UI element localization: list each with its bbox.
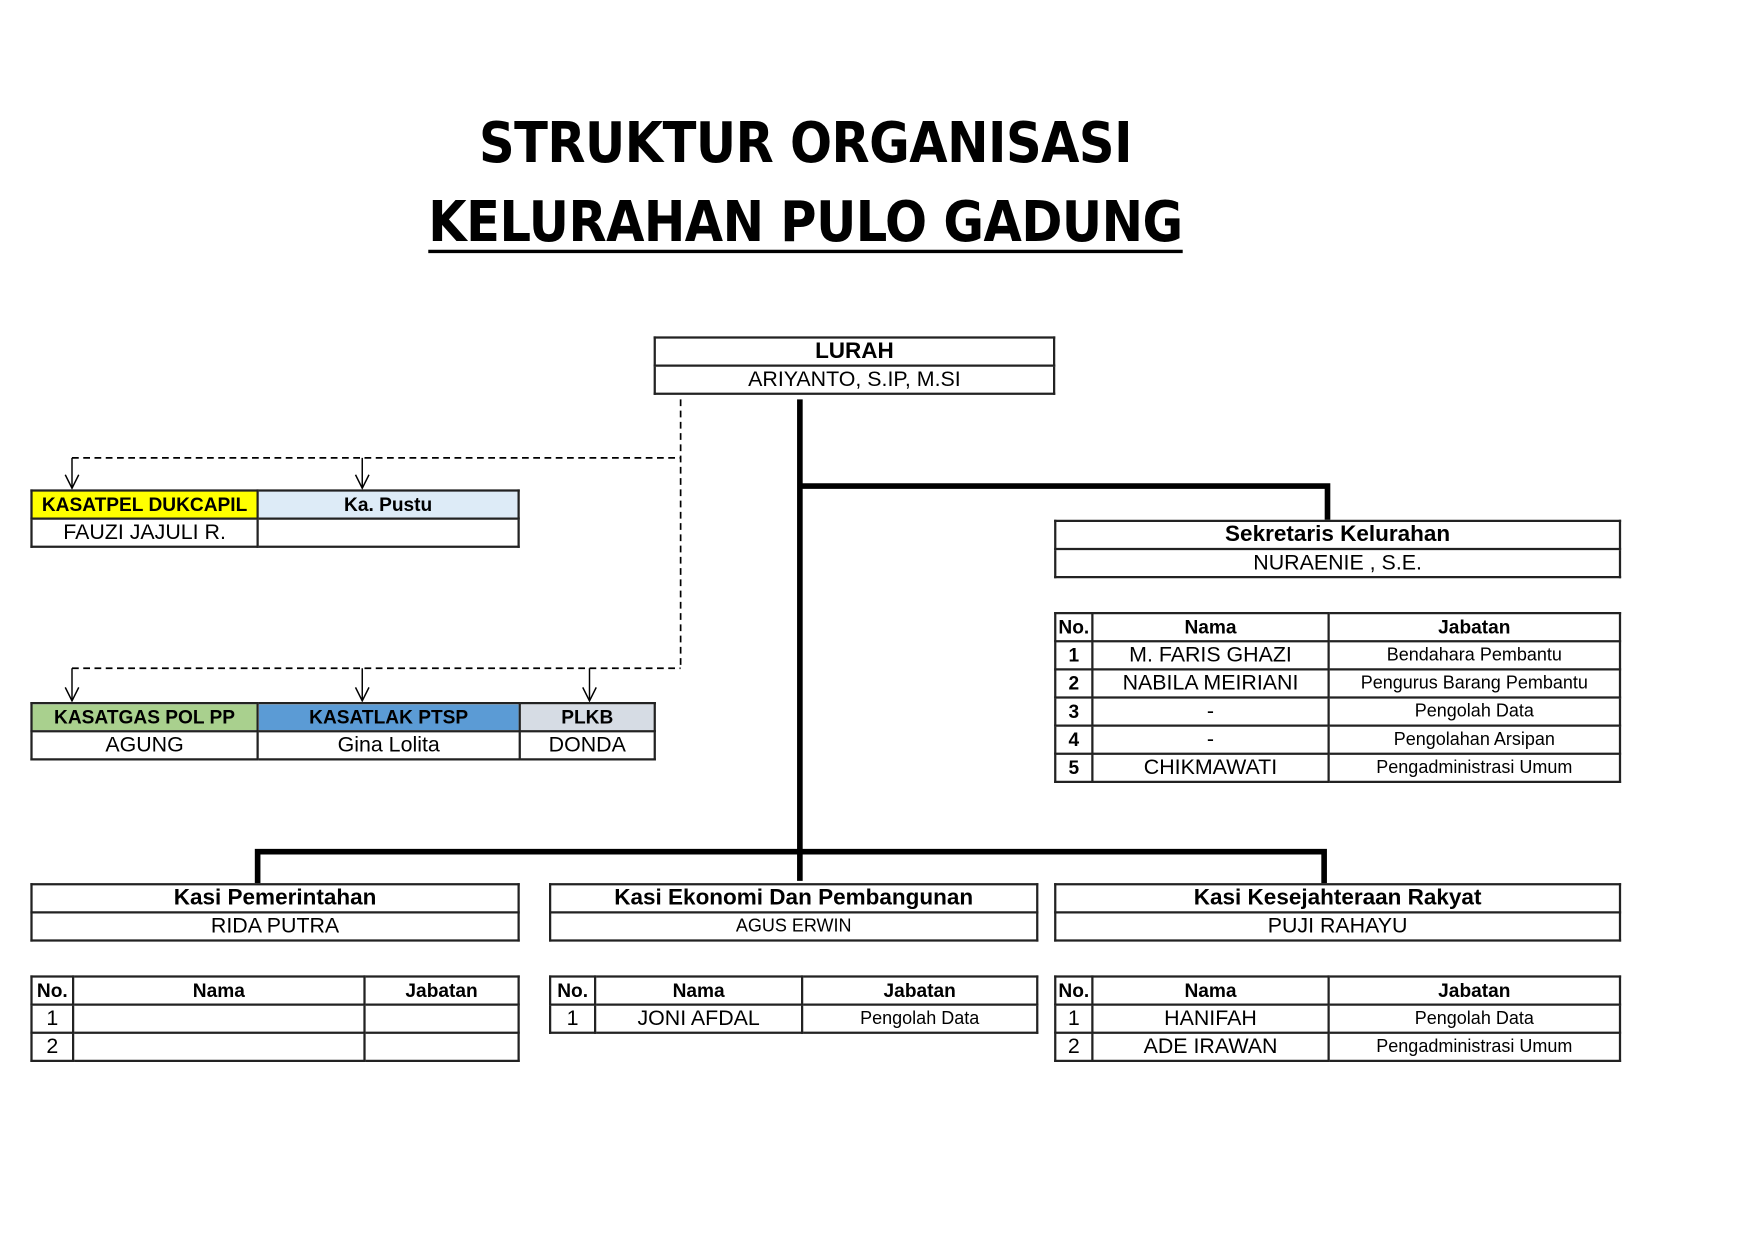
cell-jabatan: Pengolah Data <box>1327 1003 1622 1034</box>
cell-no: 3 <box>1054 696 1094 727</box>
unit-title-plkb: PLKB <box>518 702 656 733</box>
unit-name-plkb: DONDA <box>518 730 656 761</box>
col-nama: Nama <box>594 975 804 1006</box>
cell-jabatan: Pengurus Barang Pembantu <box>1327 668 1622 699</box>
cell-no: 1 <box>30 1003 75 1034</box>
kasi-title: Kasi Pemerintahan <box>30 883 520 914</box>
col-nama: Nama <box>1091 612 1330 643</box>
unit-title-dukcapil: KASATPEL DUKCAPIL <box>30 489 259 520</box>
cell-jabatan: Pengadministrasi Umum <box>1327 752 1622 783</box>
cell-nama: - <box>1091 696 1330 727</box>
title-line1: STRUKTUR ORGANISASI <box>479 110 1132 176</box>
cell-no: 1 <box>1054 640 1094 671</box>
col-no: No. <box>549 975 597 1006</box>
cell-jabatan: Pengolah Data <box>1327 696 1622 727</box>
title-line2-text: KELURAHAN PULO GADUNG <box>428 189 1183 255</box>
cell-nama: CHIKMAWATI <box>1091 752 1330 783</box>
col-nama: Nama <box>1091 975 1330 1006</box>
cell-nama: - <box>1091 724 1330 755</box>
sekretaris-box: Sekretaris Kelurahan NURAENIE , S.E. <box>1054 519 1622 579</box>
solid-connectors <box>254 399 1331 884</box>
cell-jabatan: Pengolah Data <box>801 1003 1039 1034</box>
cell-nama <box>72 1003 366 1034</box>
kasi-name: AGUS ERWIN <box>549 911 1039 942</box>
cell-jabatan: Pengolahan Arsipan <box>1327 724 1622 755</box>
table-row: 1 <box>30 1003 520 1034</box>
cell-nama: HANIFAH <box>1091 1003 1330 1034</box>
cell-jabatan: Pengadministrasi Umum <box>1327 1031 1622 1062</box>
cell-nama: M. FARIS GHAZI <box>1091 640 1330 671</box>
title-line2: KELURAHAN PULO GADUNG <box>97 189 1515 254</box>
lurah-name: ARIYANTO, S.IP, M.SI <box>653 364 1056 395</box>
col-jabatan: Jabatan <box>801 975 1039 1006</box>
arrow-icons <box>72 457 590 701</box>
kasi-ekonomi-box: Kasi Ekonomi Dan Pembangunan AGUS ERWIN <box>549 883 1039 942</box>
sekretaris-title: Sekretaris Kelurahan <box>1054 519 1622 551</box>
unit-name-dukcapil: FAUZI JAJULI R. <box>30 517 259 548</box>
unit-name-polpp: AGUNG <box>30 730 259 761</box>
cell-no: 1 <box>549 1003 597 1034</box>
unit-name-pustu <box>256 517 520 548</box>
unit-name-ptsp: Gina Lolita <box>256 730 521 761</box>
unit-title-ptsp: KASATLAK PTSP <box>256 702 521 733</box>
col-nama: Nama <box>72 975 366 1006</box>
table-row: 3-Pengolah Data <box>1054 696 1622 727</box>
sekretaris-name: NURAENIE , S.E. <box>1054 547 1622 579</box>
kasi-pemerintahan-box: Kasi Pemerintahan RIDA PUTRA <box>30 883 520 942</box>
cell-no: 5 <box>1054 752 1094 783</box>
kasi-title: Kasi Kesejahteraan Rakyat <box>1054 883 1622 914</box>
cell-no: 1 <box>1054 1003 1094 1034</box>
cell-nama: ADE IRAWAN <box>1091 1031 1330 1062</box>
dashed-connectors <box>72 399 682 670</box>
col-no: No. <box>30 975 75 1006</box>
cell-nama: JONI AFDAL <box>594 1003 804 1034</box>
cell-jabatan <box>363 1003 520 1034</box>
lurah-box: LURAH ARIYANTO, S.IP, M.SI <box>653 336 1056 395</box>
lurah-title: LURAH <box>653 336 1056 367</box>
unit-title-pustu: Ka. Pustu <box>256 489 520 520</box>
cell-no: 4 <box>1054 724 1094 755</box>
cell-no: 2 <box>1054 1031 1094 1062</box>
table-row: 2 <box>30 1031 520 1062</box>
cell-no: 2 <box>1054 668 1094 699</box>
kasi-kesra-box: Kasi Kesejahteraan Rakyat PUJI RAHAYU <box>1054 883 1622 942</box>
col-jabatan: Jabatan <box>1327 975 1622 1006</box>
kasi-name: PUJI RAHAYU <box>1054 911 1622 942</box>
kasi-name: RIDA PUTRA <box>30 911 520 942</box>
col-jabatan: Jabatan <box>1327 612 1622 643</box>
cell-no: 2 <box>30 1031 75 1062</box>
unit-title-polpp: KASATGAS POL PP <box>30 702 259 733</box>
cell-nama: NABILA MEIRIANI <box>1091 668 1330 699</box>
kasi-title: Kasi Ekonomi Dan Pembangunan <box>549 883 1039 914</box>
table-row: 4-Pengolahan Arsipan <box>1054 724 1622 755</box>
col-jabatan: Jabatan <box>363 975 520 1006</box>
cell-jabatan: Bendahara Pembantu <box>1327 640 1622 671</box>
cell-nama <box>72 1031 366 1062</box>
col-no: No. <box>1054 975 1094 1006</box>
cell-jabatan <box>363 1031 520 1062</box>
col-no: No. <box>1054 612 1094 643</box>
